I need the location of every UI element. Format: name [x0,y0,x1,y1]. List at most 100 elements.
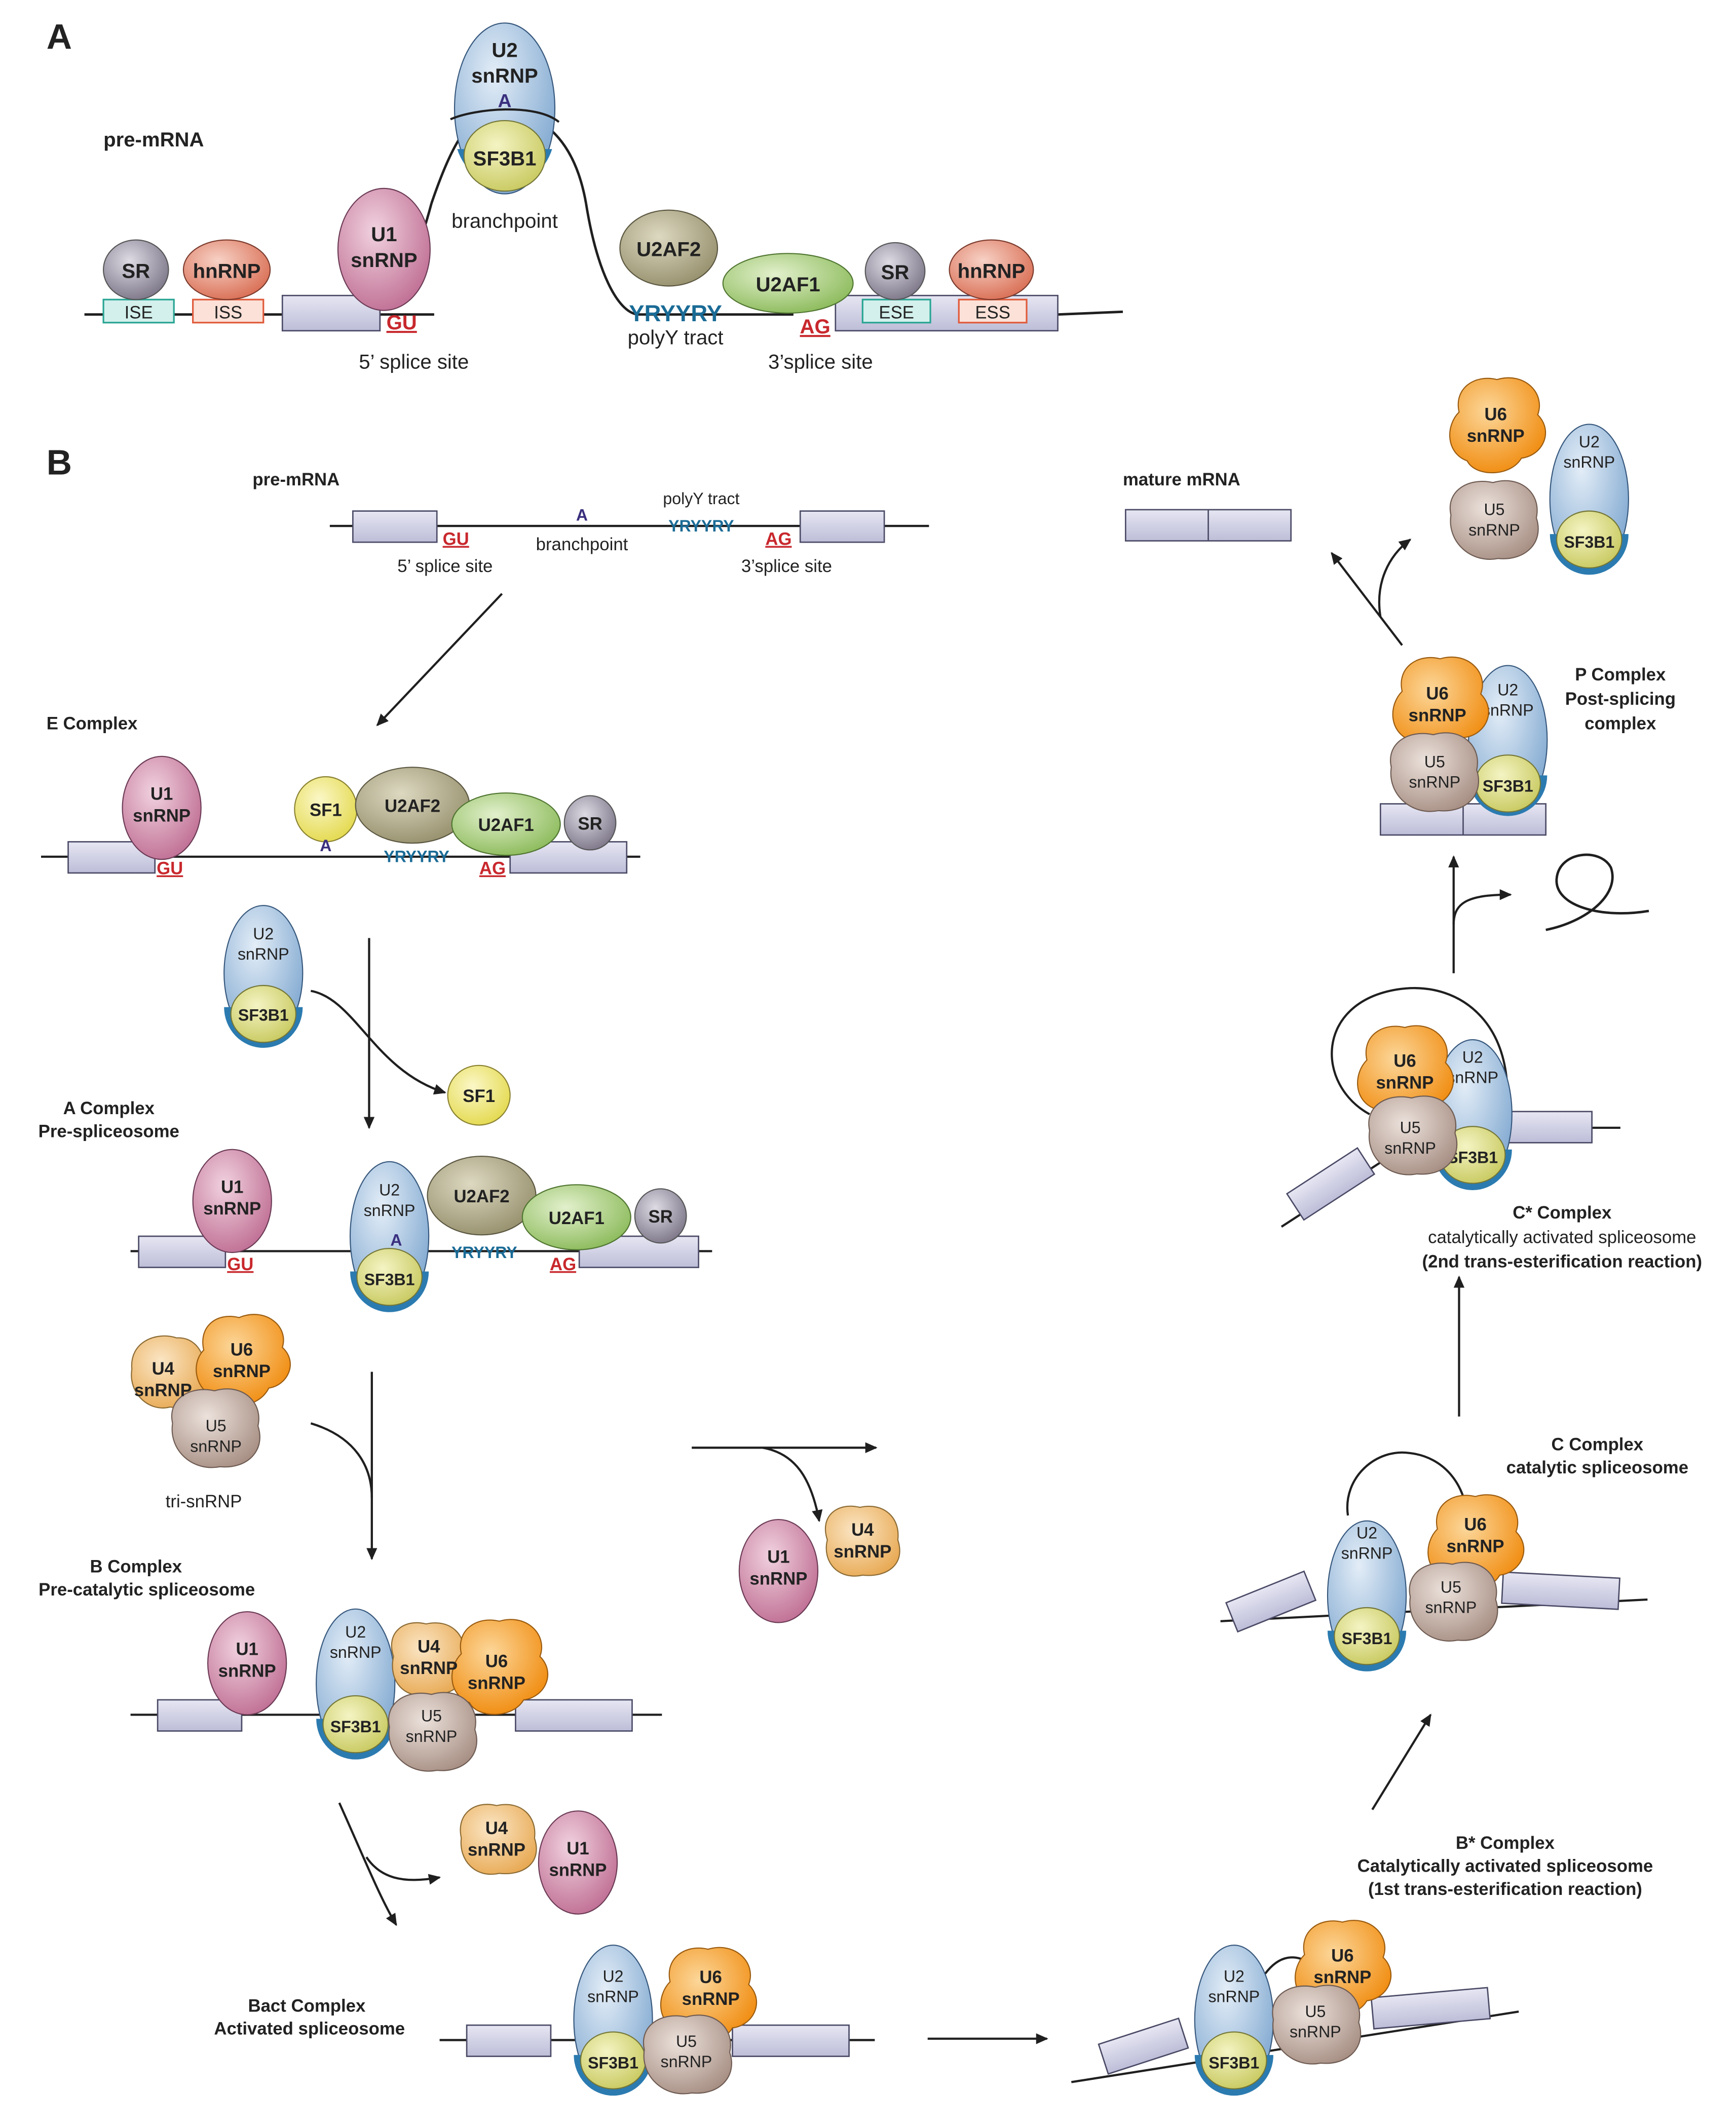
mid-u1-l1: U1 [767,1548,789,1567]
ag-3ss: AG [800,315,831,338]
c-sf3b1 [1334,1607,1400,1665]
c-u5-l2: snRNP [1425,1599,1477,1617]
bstar-title-3: (1st trans-esterification reaction) [1368,1880,1642,1899]
mid-u4-l1: U4 [851,1521,874,1540]
mid-u1 [738,1519,819,1623]
b-u2-l2: snRNP [330,1643,382,1661]
arrow-sf1-release [311,990,446,1095]
final-u5 [1449,480,1539,560]
p-complex: P Complex Post-splicing complex U2 snRNP… [1379,656,1676,836]
a-a: A [390,1231,402,1249]
final-u2-l2: snRNP [1563,453,1615,471]
b-complex: B Complex Pre-catalytic spliceosome U1 s… [39,1557,662,1772]
bstar-u5-l1: U5 [1305,2002,1326,2021]
c-u2-l1: U2 [1356,1524,1377,1542]
bact-u6-l1: U6 [699,1968,722,1987]
ise-label: ISE [125,303,153,323]
e-u2af1 [451,792,561,856]
bstar-title-2: Catalytically activated spliceosome [1357,1857,1653,1876]
b-premrna-5ss: 5’ splice site [397,557,493,576]
bstar-exon1 [1098,2017,1189,2075]
a-u2af2-label: U2AF2 [454,1187,509,1206]
e-ag: AG [479,859,506,879]
panel-b-letter: B [47,442,72,482]
a-u2af1 [521,1184,631,1250]
sf3b1 [463,120,546,192]
b-premrna-branchpoint: branchpoint [536,535,628,554]
tri-u5-l2: snRNP [190,1437,242,1455]
b-premrna-gu: GU [443,530,469,549]
c-u5 [1409,1562,1498,1642]
cstar-u5 [1368,1095,1458,1175]
a-sr [634,1188,687,1244]
b-u1 [207,1611,287,1716]
step-u2-l2: snRNP [238,945,289,963]
c-sf3b1-label: SF3B1 [1342,1629,1392,1648]
a-polyy: YRYYRY [451,1243,517,1262]
p-u6-l1: U6 [1426,684,1448,703]
e-complex: E Complex U1 snRNP GU SF1 U2AF2 U2AF1 SR… [41,714,640,879]
bact-complex: Bact Complex Activated spliceosome U2 sn… [214,1945,875,2096]
p-title-2: Post-splicing [1565,690,1676,709]
c-loop [1346,1451,1468,1516]
bact-u5-l2: snRNP [661,2053,712,2071]
hnrnp-right-label: hnRNP [958,259,1026,282]
arrow-to-bact [338,1802,397,1926]
b-premrna-3ss: 3’splice site [741,557,832,576]
cstar-title-3: (2nd trans-esterification reaction) [1422,1252,1703,1271]
p-sf3b1-label: SF3B1 [1483,777,1533,795]
a-gu: GU [227,1255,253,1274]
u2af2-label: U2AF2 [636,238,701,261]
a-complex: A Complex Pre-spliceosome U1 snRNP GU U2… [39,1099,712,1312]
mid-u1-l2: snRNP [749,1570,807,1589]
e-u2af1-label: U2AF1 [478,816,534,835]
p-u2-l2: snRNP [1482,701,1534,719]
tri-snrnp-label: tri-snRNP [166,1492,242,1511]
low-u1 [538,1810,618,1915]
e-u1-l1: U1 [150,784,173,804]
cstar-u5-l2: snRNP [1384,1139,1436,1157]
bact-u5-l1: U5 [676,2032,697,2050]
b-u5-l1: U5 [421,1707,442,1725]
c-complex: C Complex catalytic spliceosome U2 snRNP… [1220,1435,1688,1671]
e-sr [563,795,617,851]
bact-u5 [643,2015,732,2095]
a-u1-l1: U1 [221,1177,243,1197]
arrow-to-c-complex [1371,1714,1432,1810]
b-u4-l1: U4 [418,1637,440,1656]
bact-exon1 [466,2024,552,2057]
c-u6-l1: U6 [1464,1515,1486,1535]
final-u5-l1: U5 [1484,501,1505,519]
bstar-exon2 [1370,1987,1491,2030]
a-sf3b1 [356,1247,423,1306]
low-u1-l1: U1 [567,1839,589,1858]
branchpoint-strand [450,108,560,123]
u1-snrnp [337,187,431,311]
low-u4-l1: U4 [485,1819,508,1838]
ese-label: ESE [879,303,914,323]
a-u2-l1: U2 [379,1181,400,1199]
cstar-exon1 [1286,1147,1376,1221]
bact-u2-l2: snRNP [587,1988,639,2006]
polyy-tract-label: polyY tract [628,326,724,349]
bstar-u6-l1: U6 [1331,1946,1353,1965]
cstar-u5-l1: U5 [1400,1119,1421,1137]
a-u1-l2: snRNP [203,1199,261,1219]
polyy-sequence: YRYYRY [629,300,722,326]
arrow-to-mature [1331,552,1403,646]
low-u4 [460,1804,537,1875]
b-u1-l2: snRNP [218,1661,276,1681]
final-u6 [1449,377,1546,474]
b-u6-l1: U6 [485,1652,508,1671]
p-title-3: complex [1584,714,1656,733]
sr-protein-right [864,242,926,300]
u2-line1: U2 [492,39,517,61]
tri-u4-l2: snRNP [134,1381,192,1400]
cstar-title-2: catalytically activated spliceosome [1428,1228,1696,1247]
b-premrna-exon2 [799,510,885,543]
mid-u4-l2: snRNP [834,1542,891,1562]
bstar-u5-l2: snRNP [1290,2023,1341,2041]
b-premrna-a: A [576,506,588,524]
